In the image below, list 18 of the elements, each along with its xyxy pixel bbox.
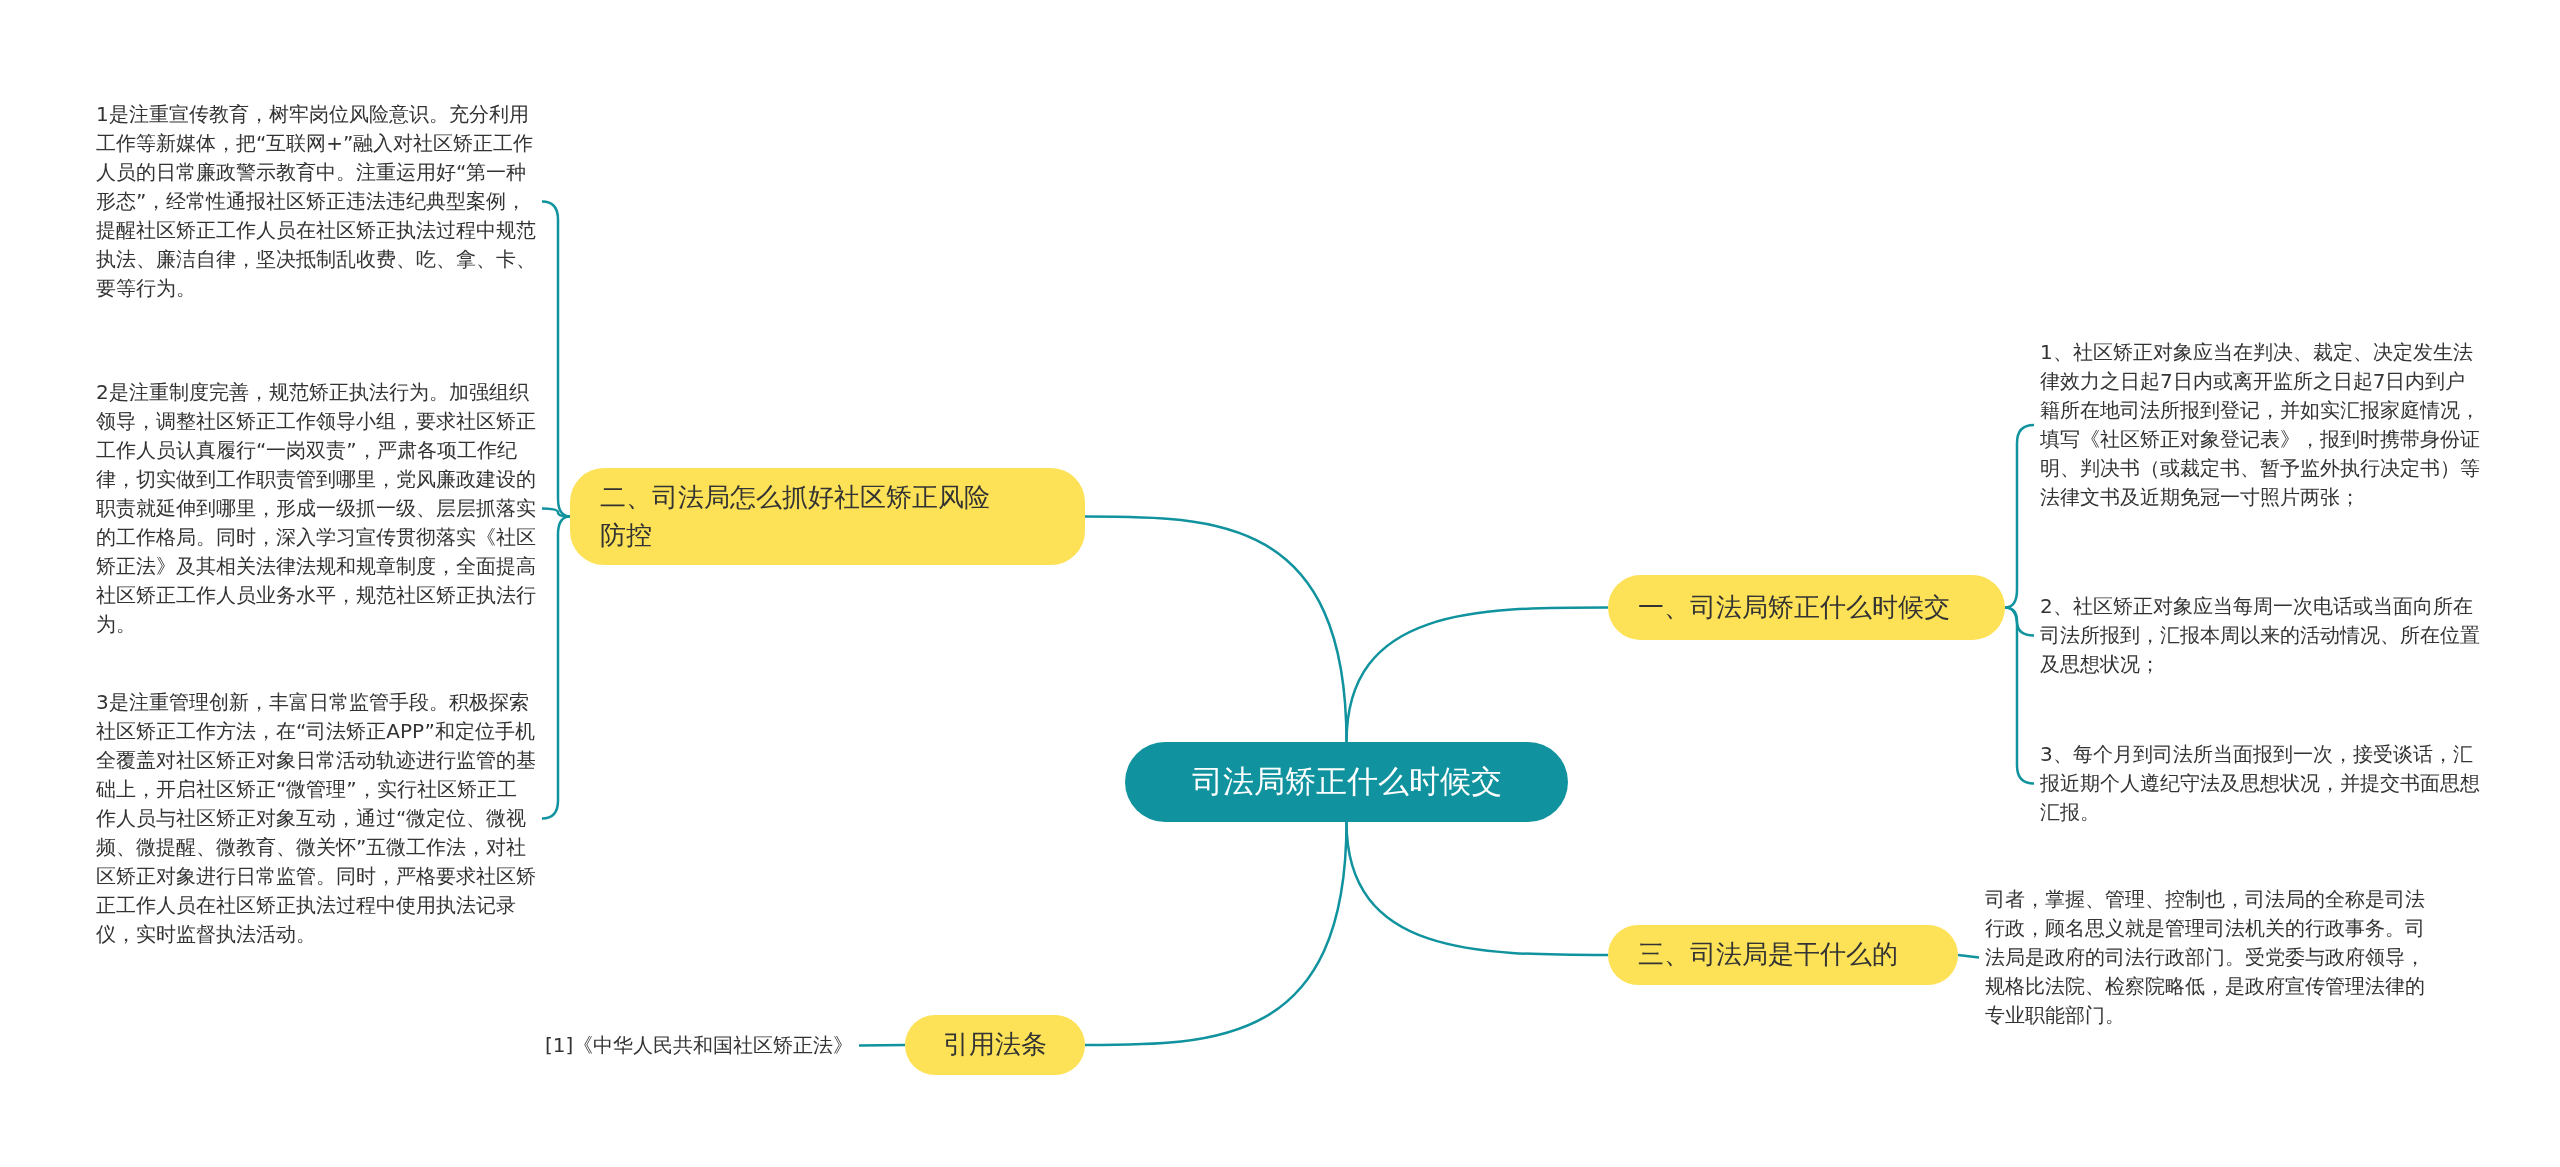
central-topic: 司法局矫正什么时候交 [1125, 742, 1568, 822]
branch-topic: 一、司法局矫正什么时候交 [1608, 575, 2005, 640]
leaf-note: 3、每个月到司法所当面报到一次，接受谈话，汇报近期个人遵纪守法及思想状况，并提交书面思想汇报。 [2040, 740, 2480, 827]
connector-line [1345, 606, 1608, 743]
connector-line [1957, 953, 1980, 959]
branch-topic: 引用法条 [905, 1015, 1085, 1075]
leaf-note: 1是注重宣传教育，树牢岗位风险意识。充分利用工作等新媒体，把“互联网+”融入对社区矫正工作人员的日常廉政警示教育中。注重运用好“第一种形态”，经常性通报社区矫正违法违纪典型案例，提醒社区矫正工作人员在社区矫正执法过程中规范执法、廉洁自律，坚决抵制乱收费、吃、拿、卡、要等行为。 [96, 100, 536, 303]
leaf-note: [1]《中华人民共和国社区矫正法》 [545, 1031, 854, 1060]
leaf-note: 2、社区矫正对象应当每周一次电话或当面向所在司法所报到，汇报本周以来的活动情况、所在位置及思想状况； [2040, 592, 2480, 679]
connector-line [1345, 821, 1608, 957]
branch-topic: 二、司法局怎么抓好社区矫正风险防控 [570, 468, 1085, 565]
connector-line [541, 515, 571, 820]
leaf-note: 3是注重管理创新，丰富日常监管手段。积极探索社区矫正工作方法，在“司法矫正APP”和定位手机全覆盖对社区矫正对象日常活动轨迹进行监管的基础上，开启社区矫正“微管理”，实行社区矫正工作人员与社区矫正对象互动，通过“微定位、微视频、微提醒、微教育、微关怀”五微工作法，对社区矫正对象进行日常监管。同时，严格要求社区矫正工作人员在社区矫正执法过程中使用执法记录仪，实时监督执法活动。 [96, 688, 536, 949]
connector-line [859, 1043, 905, 1047]
leaf-note: 2是注重制度完善，规范矫正执法行为。加强组织领导，调整社区矫正工作领导小组，要求社区矫正工作人员认真履行“一岗双责”，严肃各项工作纪律，切实做到工作职责管到哪里，党风廉政建设的职责就延伸到哪里，形成一级抓一级、层层抓落实的工作格局。同时，深入学习宣传贯彻落实《社区矫正法》及其相关法律法规和规章制度，全面提高社区矫正工作人员业务水平，规范社区矫正执法行为。 [96, 378, 536, 639]
leaf-note: 司者，掌握、管理、控制也，司法局的全称是司法行政，顾名思义就是管理司法机关的行政事务。司法局是政府的司法行政部门。受党委与政府领导，规格比法院、检察院略低，是政府宣传管理法律的专业职能部门。 [1985, 885, 2425, 1030]
branch-topic: 三、司法局是干什么的 [1608, 925, 1958, 985]
leaf-note: 1、社区矫正对象应当在判决、裁定、决定发生法律效力之日起7日内或离开监所之日起7日内到户籍所在地司法所报到登记，并如实汇报家庭情况，填写《社区矫正对象登记表》，报到时携带身份证明、判决书（或裁定书、暂予监外执行决定书）等法律文书及近期免冠一寸照片两张； [2040, 338, 2480, 512]
